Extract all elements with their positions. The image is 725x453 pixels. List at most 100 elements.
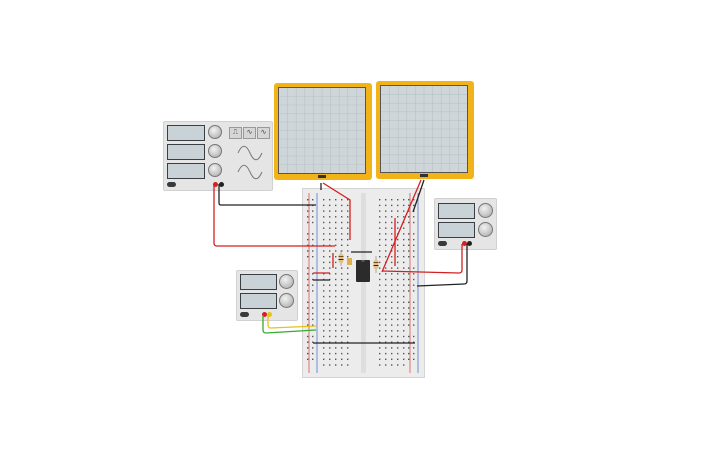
waveform-preview-icon <box>237 145 263 180</box>
function-generator-red-jack[interactable] <box>213 182 218 187</box>
power-supply-left-knob-2[interactable] <box>279 293 294 308</box>
breadboard-hole <box>323 330 325 332</box>
breadboard-hole <box>347 199 349 201</box>
oscilloscope-left-probe-port[interactable] <box>318 175 326 178</box>
oscilloscope-right-probe-port[interactable] <box>420 174 428 177</box>
power-supply-left[interactable] <box>236 270 298 321</box>
rail-hole <box>312 313 314 315</box>
rail-hole <box>307 210 309 212</box>
function-generator-display-3 <box>167 163 205 179</box>
breadboard-hole <box>391 347 393 349</box>
breadboard-hole <box>397 238 399 241</box>
breadboard-hole <box>403 238 405 241</box>
function-generator-black-jack[interactable] <box>219 182 224 187</box>
breadboard-hole <box>379 364 381 366</box>
power-supply-right-red-jack[interactable] <box>462 241 467 246</box>
power-supply-right-knob-2[interactable] <box>478 222 493 237</box>
rail-hole <box>413 284 415 286</box>
breadboard-hole <box>385 318 387 321</box>
breadboard-hole <box>323 267 325 269</box>
rail-hole <box>312 347 314 349</box>
power-supply-left-knob-1[interactable] <box>279 274 294 289</box>
breadboard-hole <box>347 347 349 349</box>
breadboard-hole <box>403 233 405 235</box>
rail-hole <box>413 233 415 235</box>
power-supply-right-power-toggle[interactable] <box>438 241 447 246</box>
power-supply-left-red-jack[interactable] <box>262 312 267 317</box>
breadboard-hole <box>335 256 337 258</box>
breadboard-hole <box>335 216 337 218</box>
breadboard-hole <box>341 358 343 360</box>
power-supply-right[interactable] <box>434 198 497 250</box>
breadboard-hole <box>397 210 399 212</box>
square-wave-button[interactable]: ⎍ <box>229 127 242 139</box>
function-generator-display-2 <box>167 144 205 160</box>
breadboard-hole <box>323 244 325 246</box>
power-supply-right-knob-1[interactable] <box>478 203 493 218</box>
rail-hole <box>307 216 309 218</box>
rail-hole <box>312 238 314 241</box>
breadboard-hole <box>329 204 331 207</box>
breadboard-hole <box>379 204 381 207</box>
breadboard-hole <box>335 267 337 269</box>
breadboard-hole <box>347 284 349 286</box>
breadboard-hole <box>397 318 399 321</box>
breadboard-hole <box>335 244 337 246</box>
breadboard-hole <box>335 278 337 281</box>
breadboard-hole <box>335 347 337 349</box>
sine-wave-button[interactable]: ∿ <box>243 127 256 139</box>
breadboard-hole <box>403 256 405 258</box>
breadboard-hole <box>391 204 393 207</box>
rail-hole <box>307 278 309 281</box>
function-generator-knob-1[interactable] <box>208 125 222 139</box>
breadboard-hole <box>341 364 343 366</box>
ic-chip-notch <box>361 260 365 262</box>
breadboard-hole <box>397 284 399 286</box>
ic-chip[interactable] <box>356 260 370 282</box>
power-supply-left-power-toggle[interactable] <box>240 312 249 317</box>
function-generator-power-toggle[interactable] <box>167 182 176 187</box>
breadboard-hole <box>385 210 387 212</box>
breadboard-hole <box>341 221 343 224</box>
breadboard-hole <box>391 221 393 224</box>
breadboard-hole <box>335 318 337 321</box>
rail-hole <box>307 352 309 355</box>
rail-hole <box>312 221 314 224</box>
breadboard-hole <box>403 358 405 360</box>
rail-hole <box>413 256 415 258</box>
function-generator-knob-2[interactable] <box>208 144 222 158</box>
power-supply-left-yellow-jack[interactable] <box>267 312 272 317</box>
breadboard-hole <box>379 256 381 258</box>
breadboard-hole <box>379 244 381 246</box>
triangle-wave-button[interactable]: ∿ <box>257 127 270 139</box>
breadboard-hole <box>323 290 325 292</box>
breadboard-hole <box>403 227 405 229</box>
rail-hole <box>312 335 314 338</box>
wire-fg-black <box>218 184 316 206</box>
breadboard-hole <box>391 244 393 246</box>
breadboard-hole <box>323 221 325 224</box>
breadboard-hole <box>403 352 405 355</box>
breadboard-hole <box>397 204 399 207</box>
function-generator[interactable]: ⎍ ∿ ∿ <box>163 121 273 191</box>
rail-hole <box>312 244 314 246</box>
breadboard-hole <box>385 233 387 235</box>
breadboard-hole <box>397 278 399 281</box>
function-generator-knob-3[interactable] <box>208 163 222 177</box>
breadboard-hole <box>329 216 331 218</box>
rail-hole <box>408 278 410 281</box>
breadboard-hole <box>341 313 343 315</box>
breadboard-hole <box>341 216 343 218</box>
breadboard-hole <box>323 199 325 201</box>
breadboard-hole <box>323 284 325 286</box>
oscilloscope-right[interactable] <box>376 81 474 179</box>
breadboard-hole <box>385 273 387 275</box>
rail-hole <box>408 244 410 246</box>
breadboard-hole <box>379 216 381 218</box>
breadboard-hole <box>379 278 381 281</box>
breadboard-hole <box>335 233 337 235</box>
breadboard-hole <box>341 318 343 321</box>
breadboard-hole <box>397 347 399 349</box>
power-supply-right-black-jack[interactable] <box>467 241 472 246</box>
oscilloscope-left[interactable] <box>274 83 372 180</box>
